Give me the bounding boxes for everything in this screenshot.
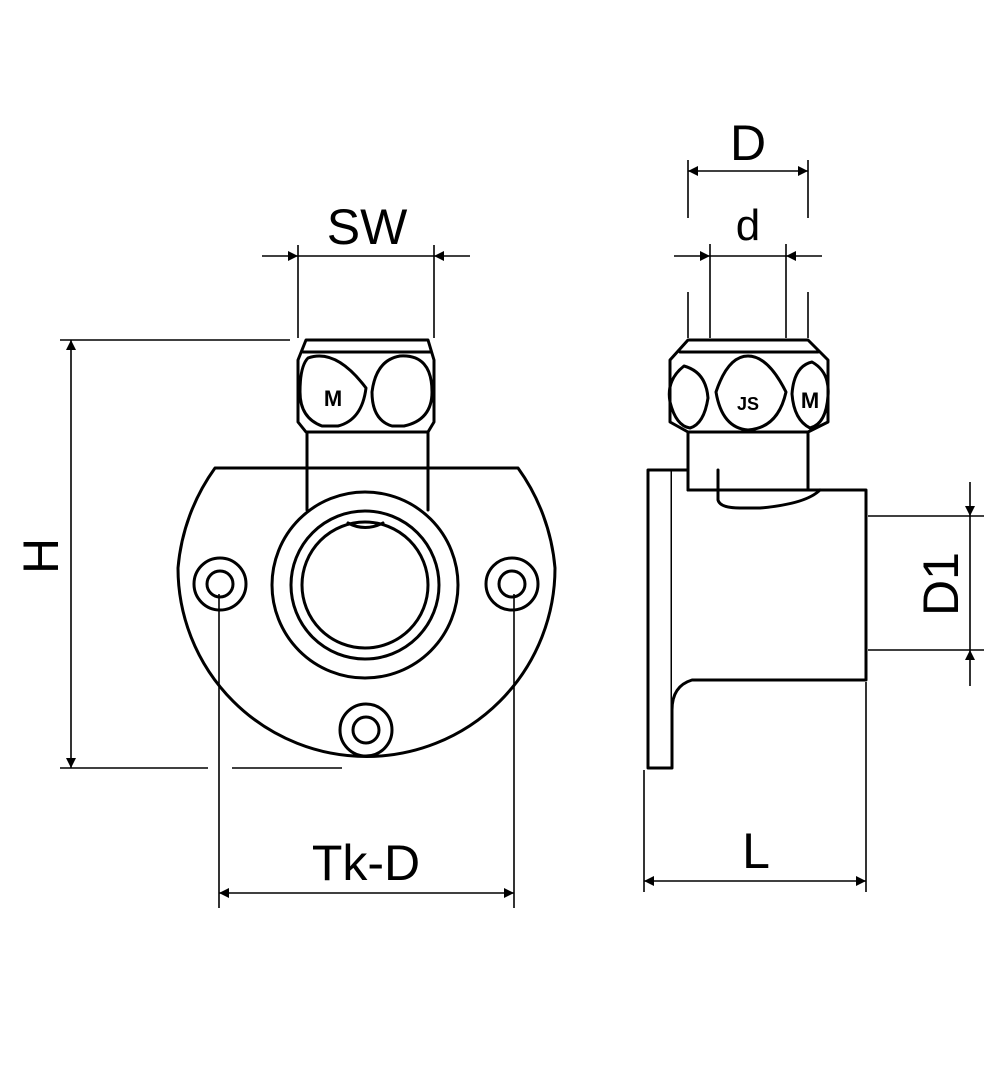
label-d1: D1	[913, 552, 969, 616]
side-nut-mark-logo: JS	[737, 394, 759, 414]
front-socket-inner	[300, 520, 430, 650]
side-body	[670, 468, 868, 712]
side-plate	[646, 468, 674, 770]
front-view: M	[176, 338, 557, 758]
front-stem	[305, 428, 430, 512]
front-hole-right	[484, 556, 540, 612]
dimension-d-outer: D	[687, 115, 809, 218]
label-tk-d: Tk-D	[312, 835, 420, 891]
front-hole-bottom	[338, 702, 394, 758]
side-stem	[686, 428, 810, 492]
dimension-l: L	[643, 682, 867, 892]
side-bore-shadow	[716, 468, 822, 510]
label-d-outer: D	[730, 115, 766, 171]
side-view: M JS	[646, 338, 868, 770]
front-socket-notch	[346, 521, 385, 529]
dimension-d1: D1	[868, 482, 984, 686]
front-socket-mid	[289, 509, 441, 661]
label-d-inner: d	[736, 201, 760, 250]
front-nut-mark: M	[324, 386, 342, 411]
dimension-d-inner: d	[674, 201, 822, 338]
label-h: H	[13, 538, 69, 574]
label-l: L	[742, 823, 770, 879]
front-hex-nut: M	[296, 338, 436, 434]
side-hex-nut: M JS	[667, 338, 830, 434]
dimension-tk-d: Tk-D	[218, 594, 515, 908]
label-sw: SW	[327, 199, 408, 255]
dimension-sw: SW	[262, 199, 470, 338]
side-nut-mark-m: M	[801, 388, 819, 413]
front-socket-outer	[270, 490, 460, 680]
dimension-h: H	[13, 339, 342, 769]
front-hole-left	[192, 556, 248, 612]
